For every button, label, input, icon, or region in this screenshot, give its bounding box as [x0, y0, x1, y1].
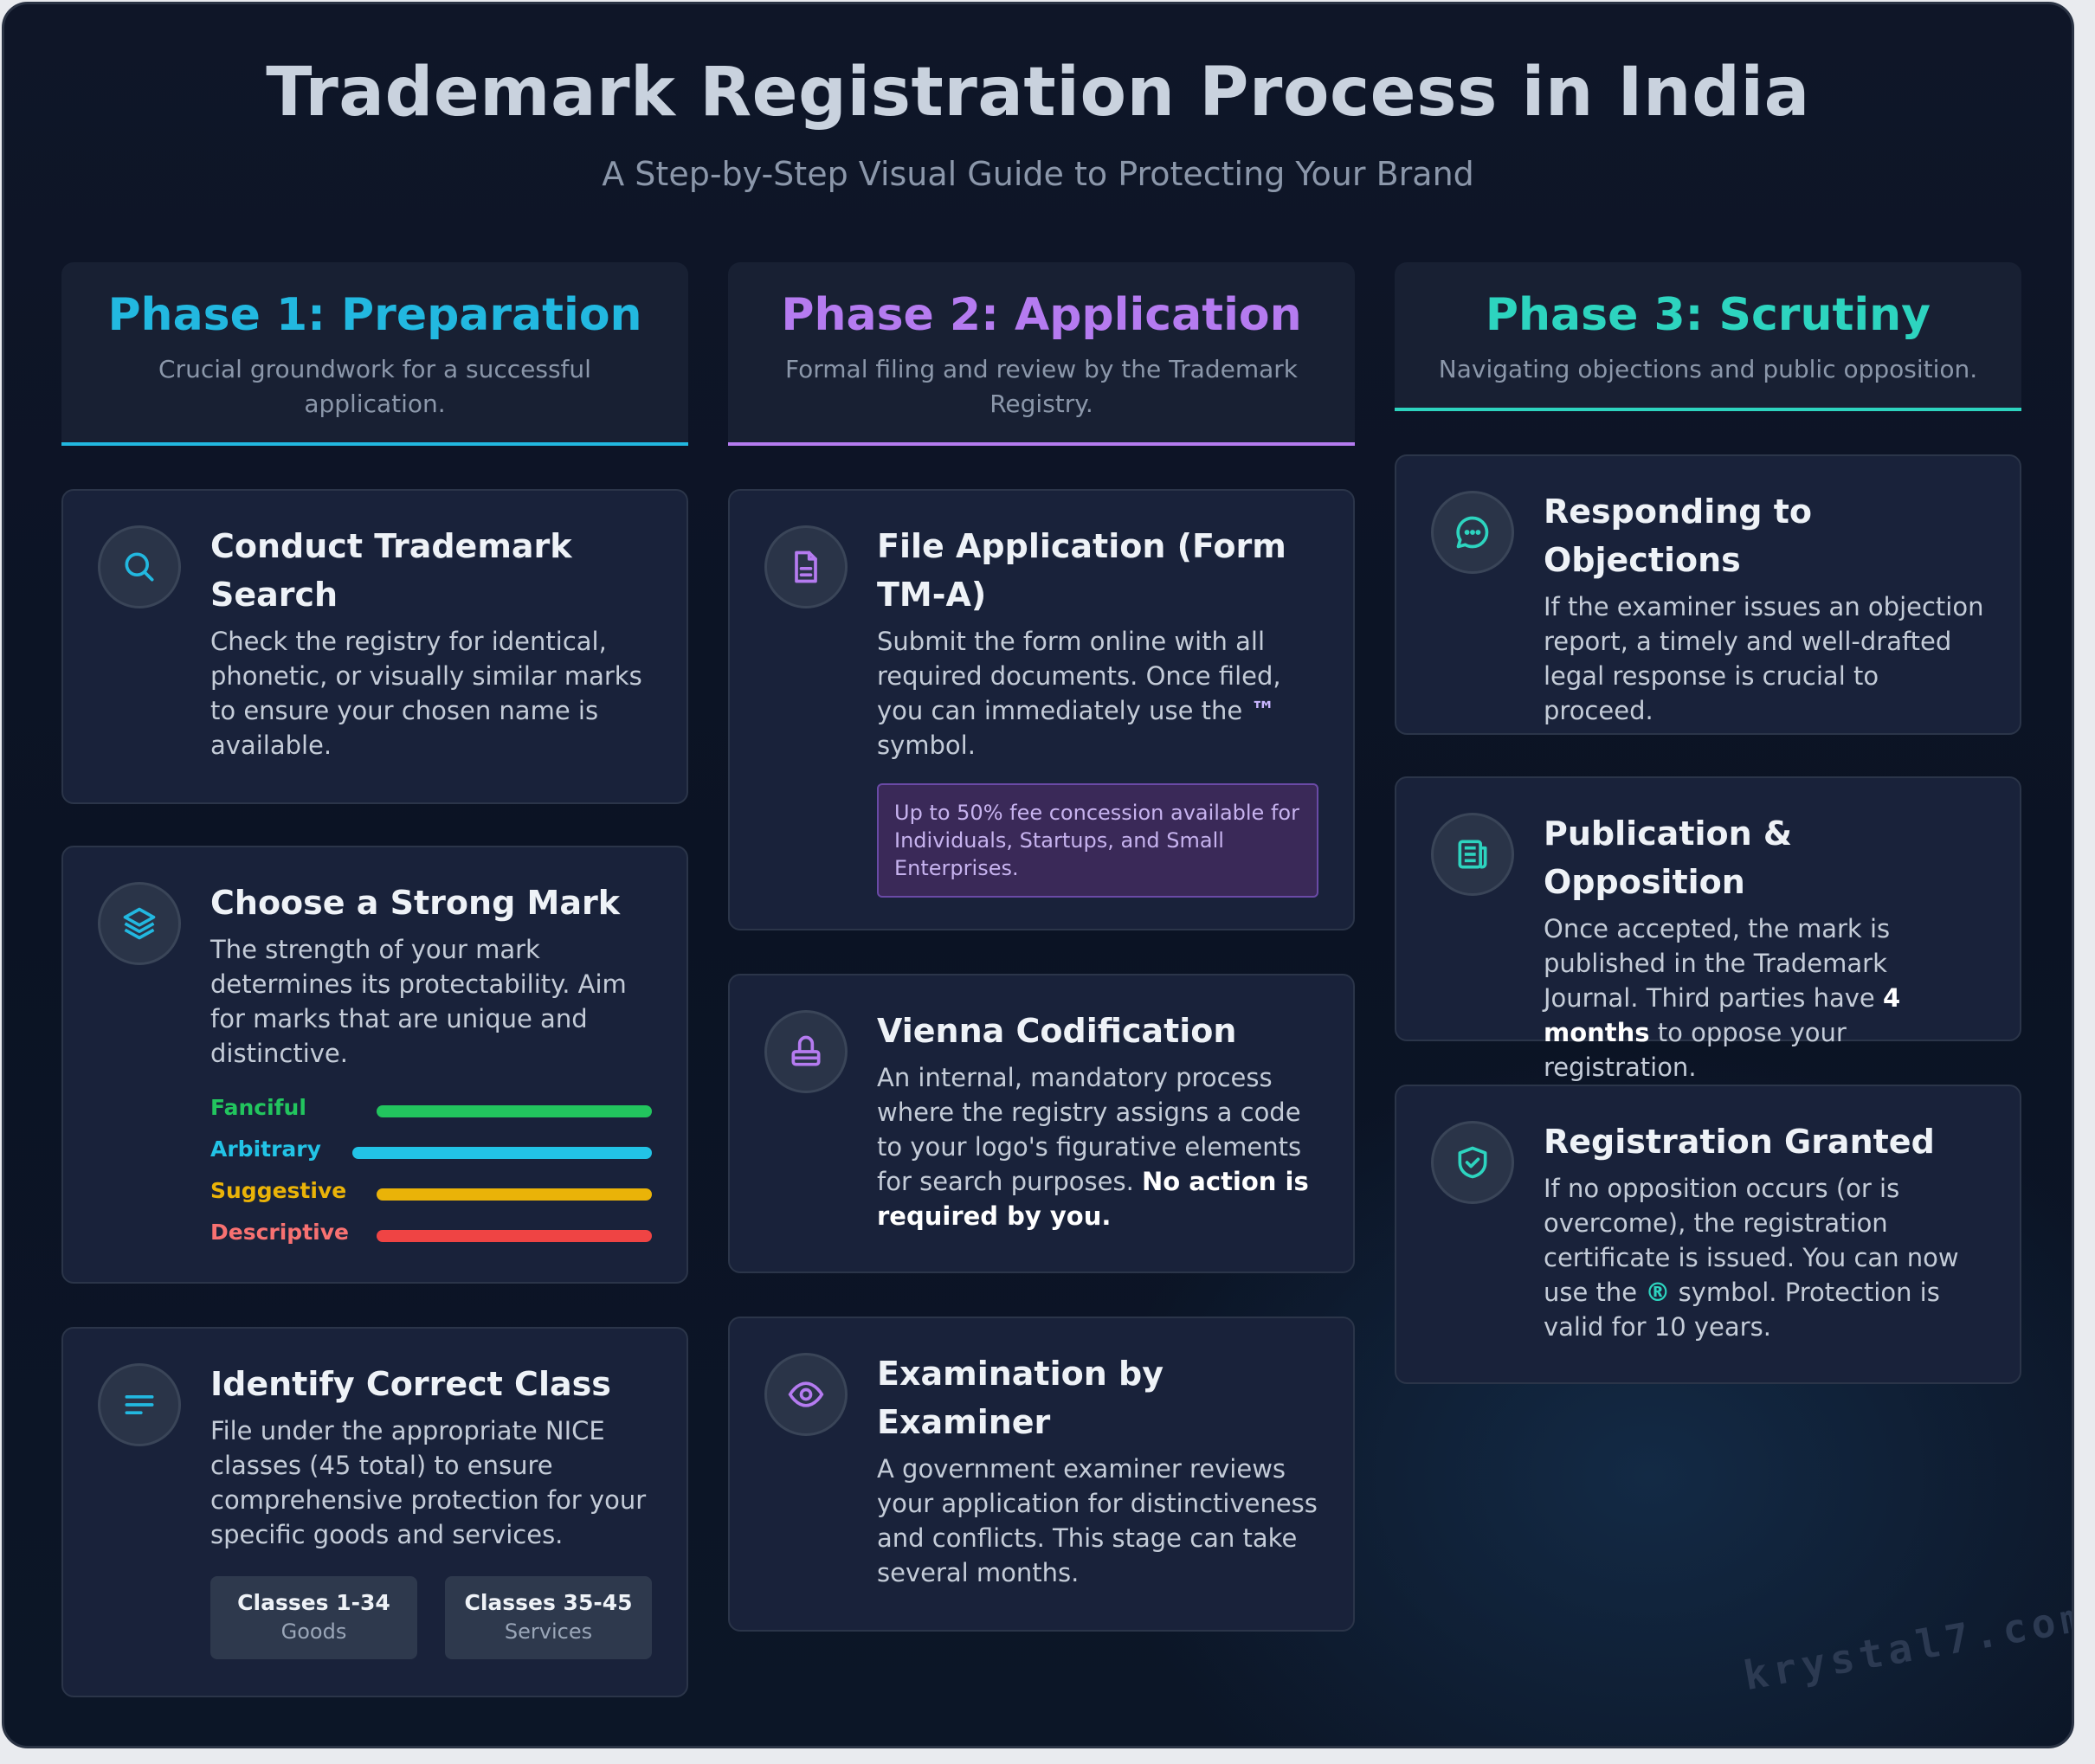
strength-bar — [377, 1105, 652, 1117]
step-text: Submit the form online with all required… — [877, 624, 1318, 763]
step-text-part: Once accepted, the mark is published in … — [1544, 914, 1891, 1013]
eye-icon — [764, 1353, 848, 1436]
step-card-registration-granted: Registration Granted If no opposition oc… — [1395, 1085, 2021, 1384]
step-title: Conduct Trademark Search — [210, 527, 572, 614]
step-text: If the examiner issues an objection repo… — [1544, 592, 1984, 725]
step-text: A government examiner reviews your appli… — [877, 1454, 1318, 1587]
strength-label: Suggestive — [210, 1178, 347, 1203]
nice-classes: Classes 1-34 Goods Classes 35-45 Service… — [210, 1576, 652, 1659]
class-range: Classes 1-34 — [237, 1590, 390, 1615]
phase-3-column: Phase 3: Scrutiny Navigating objections … — [1395, 262, 2021, 1384]
phase-3-title: Phase 3: Scrutiny — [1485, 289, 1931, 341]
step-title: Choose a Strong Mark — [210, 884, 620, 922]
phase-2-column: Phase 2: Application Formal filing and r… — [728, 262, 1355, 1632]
step-card-file-application: File Application (Form TM-A) Submit the … — [728, 489, 1355, 930]
step-title: Vienna Codification — [877, 1012, 1237, 1050]
strength-label: Fanciful — [210, 1095, 306, 1120]
phase-2-description: Formal filing and review by the Trademar… — [785, 355, 1298, 418]
document-icon — [764, 525, 848, 608]
strength-row-arbitrary: Arbitrary — [210, 1131, 652, 1173]
page-subtitle: A Step-by-Step Visual Guide to Protectin… — [602, 155, 1474, 193]
layers-icon — [98, 882, 181, 965]
strength-row-fanciful: Fanciful — [210, 1090, 652, 1131]
newspaper-icon — [1431, 813, 1514, 896]
class-box-goods: Classes 1-34 Goods — [210, 1576, 417, 1659]
class-box-services: Classes 35-45 Services — [445, 1576, 652, 1659]
header: Trademark Registration Process in India … — [4, 49, 2072, 193]
stamp-icon — [764, 1010, 848, 1093]
shield-check-icon — [1431, 1121, 1514, 1204]
step-title: File Application (Form TM-A) — [877, 527, 1286, 614]
phase-2-title: Phase 2: Application — [781, 289, 1302, 341]
step-text-part: to oppose your registration. — [1544, 1018, 1847, 1082]
infographic-frame: Trademark Registration Process in India … — [2, 2, 2074, 1748]
phase-1-title: Phase 1: Preparation — [107, 289, 642, 341]
step-text-part: An internal, mandatory process where the… — [877, 1063, 1302, 1196]
phase-1-description: Crucial groundwork for a successful appl… — [158, 355, 591, 418]
step-text-part: If no opposition occurs (or is overcome)… — [1544, 1174, 1959, 1307]
strength-row-suggestive: Suggestive — [210, 1173, 652, 1214]
step-card-publication-opposition: Publication & Opposition Once accepted, … — [1395, 776, 2021, 1082]
search-icon — [98, 525, 181, 608]
phase-1-header: Phase 1: Preparation Crucial groundwork … — [61, 262, 688, 446]
list-icon — [98, 1363, 181, 1446]
step-title: Responding to Objections — [1544, 493, 1812, 579]
mark-strength-scale: Fanciful Arbitrary Suggestive Descriptiv… — [210, 1090, 652, 1256]
phase-1-column: Phase 1: Preparation Crucial groundwork … — [61, 262, 688, 1697]
phase-3-description: Navigating objections and public opposit… — [1438, 355, 1978, 383]
step-card-identify-class: Identify Correct Class File under the ap… — [61, 1327, 688, 1697]
class-range: Classes 35-45 — [464, 1590, 633, 1615]
page-title: Trademark Registration Process in India — [266, 54, 1810, 132]
phase-2-header: Phase 2: Application Formal filing and r… — [728, 262, 1355, 446]
step-text-emphasis: No action is required by you. — [877, 1167, 1309, 1231]
step-text-part: symbol. — [877, 731, 976, 760]
watermark: krystal7.com — [1740, 1592, 2074, 1700]
strength-bar — [377, 1188, 652, 1201]
step-text-emphasis: 4 months — [1544, 983, 1901, 1047]
step-text: Check the registry for identical, phonet… — [210, 627, 642, 760]
strength-row-descriptive: Descriptive — [210, 1214, 652, 1256]
registered-symbol: ® — [1645, 1278, 1671, 1307]
step-title: Examination by Examiner — [877, 1355, 1164, 1441]
strength-label: Descriptive — [210, 1220, 349, 1245]
fee-concession-note: Up to 50% fee concession available for I… — [877, 783, 1318, 898]
step-text: If no opposition occurs (or is overcome)… — [1544, 1171, 1985, 1344]
strength-bar — [352, 1147, 652, 1159]
class-type: Services — [504, 1619, 593, 1644]
step-text-part: Submit the form online with all required… — [877, 627, 1281, 725]
step-card-strong-mark: Choose a Strong Mark The strength of you… — [61, 846, 688, 1284]
step-title: Registration Granted — [1544, 1123, 1935, 1161]
step-text-part: symbol. Protection is valid for 10 years… — [1544, 1278, 1940, 1342]
step-title: Identify Correct Class — [210, 1365, 611, 1403]
step-text: File under the appropriate NICE classes … — [210, 1416, 647, 1549]
step-text: The strength of your mark determines its… — [210, 935, 627, 1068]
step-card-vienna-codification: Vienna Codification An internal, mandato… — [728, 974, 1355, 1273]
step-text: Once accepted, the mark is published in … — [1544, 911, 1985, 1085]
trademark-symbol: ™ — [1250, 696, 1276, 725]
chat-icon — [1431, 491, 1514, 574]
strength-label: Arbitrary — [210, 1136, 321, 1162]
step-title: Publication & Opposition — [1544, 814, 1793, 901]
class-type: Goods — [280, 1619, 347, 1644]
step-card-responding-objections: Responding to Objections If the examiner… — [1395, 454, 2021, 735]
phase-3-header: Phase 3: Scrutiny Navigating objections … — [1395, 262, 2021, 411]
strength-bar — [377, 1230, 652, 1242]
step-text: An internal, mandatory process where the… — [877, 1060, 1318, 1233]
step-card-trademark-search: Conduct Trademark Search Check the regis… — [61, 489, 688, 804]
step-card-examination: Examination by Examiner A government exa… — [728, 1317, 1355, 1632]
